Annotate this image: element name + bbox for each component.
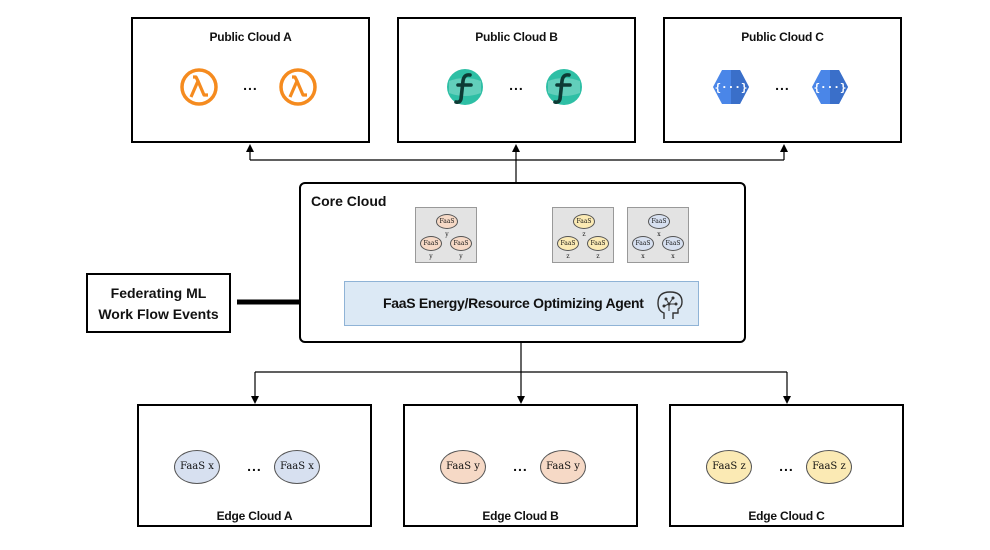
faas-function: FaaS x (274, 450, 320, 484)
public-cloud-b-ellipsis: ... (509, 77, 524, 93)
edge-cloud-c-ellipsis: ... (779, 458, 794, 474)
brain-icon (657, 291, 683, 319)
svg-text:{···}: {···} (714, 81, 747, 94)
optimizing-agent-label: FaaS Energy/Resource Optimizing Agent (383, 295, 644, 311)
ml-workflow-events-line1: Federating ML (110, 285, 207, 301)
openfaas-icon (447, 69, 483, 105)
faas-function: FaaS z (706, 450, 752, 484)
edge-cloud-b-title: Edge Cloud B (482, 509, 559, 523)
faas-function: FaaS y (440, 450, 486, 484)
google-cloud-functions-icon: {···} (812, 70, 848, 104)
google-cloud-functions-icon: {···} (713, 70, 749, 104)
edge-cloud-b: FaaS y ... FaaS y Edge Cloud B (403, 404, 638, 527)
aws-lambda-icon (180, 68, 218, 106)
faas-instance: FaaS z (587, 236, 609, 260)
public-cloud-a-ellipsis: ... (243, 77, 258, 93)
faas-instance: FaaS y (450, 236, 472, 260)
faas-instance: FaaS y (420, 236, 442, 260)
faas-function: FaaS z (806, 450, 852, 484)
faas-instance: FaaS x (632, 236, 654, 260)
public-cloud-b: Public Cloud B ... (397, 17, 636, 143)
edge-cloud-a-title: Edge Cloud A (216, 509, 293, 523)
ml-workflow-events-line2: Work Flow Events (98, 306, 219, 322)
public-cloud-b-title: Public Cloud B (475, 30, 558, 44)
core-cloud-title: Core Cloud (311, 193, 387, 209)
edge-cloud-c-title: Edge Cloud C (748, 509, 825, 523)
public-cloud-c-title: Public Cloud C (741, 30, 824, 44)
faas-instance: FaaS z (573, 214, 595, 238)
faas-function: FaaS y (540, 450, 586, 484)
openfaas-icon (546, 69, 582, 105)
public-cloud-c-ellipsis: ... (775, 77, 790, 93)
edge-cloud-a: FaaS x ... FaaS x Edge Cloud A (137, 404, 372, 527)
faas-pod-x: FaaS x FaaS x FaaS x (627, 207, 689, 263)
faas-instance: FaaS x (662, 236, 684, 260)
optimizing-agent: FaaS Energy/Resource Optimizing Agent (344, 281, 699, 326)
ml-workflow-events-box: Federating ML Work Flow Events (86, 273, 231, 333)
faas-pod-y: FaaS y FaaS y FaaS y (415, 207, 477, 263)
aws-lambda-icon (279, 68, 317, 106)
faas-instance: FaaS y (436, 214, 458, 238)
edge-cloud-a-ellipsis: ... (247, 458, 262, 474)
public-cloud-c: Public Cloud C {···} ... {···} (663, 17, 902, 143)
faas-function: FaaS x (174, 450, 220, 484)
faas-instance: FaaS z (557, 236, 579, 260)
public-cloud-a: Public Cloud A ... (131, 17, 370, 143)
edge-cloud-b-ellipsis: ... (513, 458, 528, 474)
faas-pod-z: FaaS z FaaS z FaaS z (552, 207, 614, 263)
core-cloud: Core Cloud FaaS y FaaS y FaaS y FaaS z F… (299, 182, 746, 343)
edge-cloud-c: FaaS z ... FaaS z Edge Cloud C (669, 404, 904, 527)
svg-text:{···}: {···} (813, 81, 846, 94)
faas-instance: FaaS x (648, 214, 670, 238)
public-cloud-a-title: Public Cloud A (209, 30, 292, 44)
